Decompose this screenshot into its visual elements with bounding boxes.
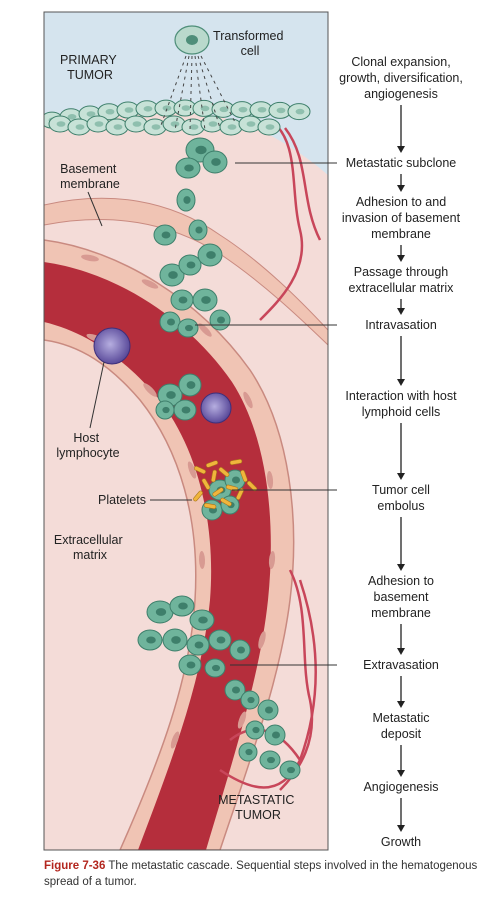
host-lymphocyte-leader — [89, 361, 105, 429]
arrow-head-icon — [397, 308, 405, 315]
figure-caption: Figure 7-36 The metastatic cascade. Sequ… — [44, 858, 484, 890]
step-label: Angiogenesis — [363, 780, 438, 794]
tumor-cells — [137, 137, 301, 780]
arrow-head-icon — [397, 648, 405, 655]
arrow-head-icon — [397, 185, 405, 192]
step-label: Intravasation — [365, 318, 437, 332]
cascade-steps: Clonal expansion,growth, diversification… — [195, 55, 463, 849]
panel-border — [43, 11, 329, 851]
figure-number: Figure 7-36 — [44, 860, 106, 872]
primary-tumor-label: PRIMARY TUMOR — [60, 53, 120, 82]
transformed-cell-label: Transformed cell — [213, 29, 287, 58]
basement-membrane-label: Basement membrane — [60, 162, 120, 191]
arrow-head-icon — [397, 825, 405, 832]
step-label: Growth — [381, 835, 421, 849]
arrow-head-icon — [397, 770, 405, 777]
metastatic-tumor-label: METASTATIC TUMOR — [218, 793, 298, 822]
step-label: Clonal expansion,growth, diversification… — [339, 55, 463, 101]
platelets-icon — [193, 459, 258, 509]
step-label: Extravasation — [363, 658, 439, 672]
arrow-head-icon — [397, 146, 405, 153]
lymphocyte-icon — [93, 327, 232, 424]
basement-membrane — [44, 197, 328, 346]
extracellular-matrix-label: Extracellular matrix — [54, 533, 126, 562]
illustration-panel: PRIMARY TUMOR Transformed cell Basement … — [44, 12, 328, 850]
caption-text: The metastatic cascade. Sequential steps… — [44, 860, 478, 888]
arrow-head-icon — [397, 255, 405, 262]
step-label: Metastatic subclone — [346, 156, 457, 170]
arrow-head-icon — [397, 379, 405, 386]
arrow-head-icon — [397, 564, 405, 571]
host-lymphocyte-label: Host lymphocyte — [56, 431, 119, 460]
transformed-cell — [159, 25, 237, 131]
primary-tumor-cells — [44, 99, 311, 136]
arrow-head-icon — [397, 701, 405, 708]
arrow-head-icon — [397, 473, 405, 480]
platelets-label: Platelets — [98, 493, 146, 507]
endothelium — [81, 254, 276, 749]
basement-membrane-leader — [87, 191, 103, 227]
